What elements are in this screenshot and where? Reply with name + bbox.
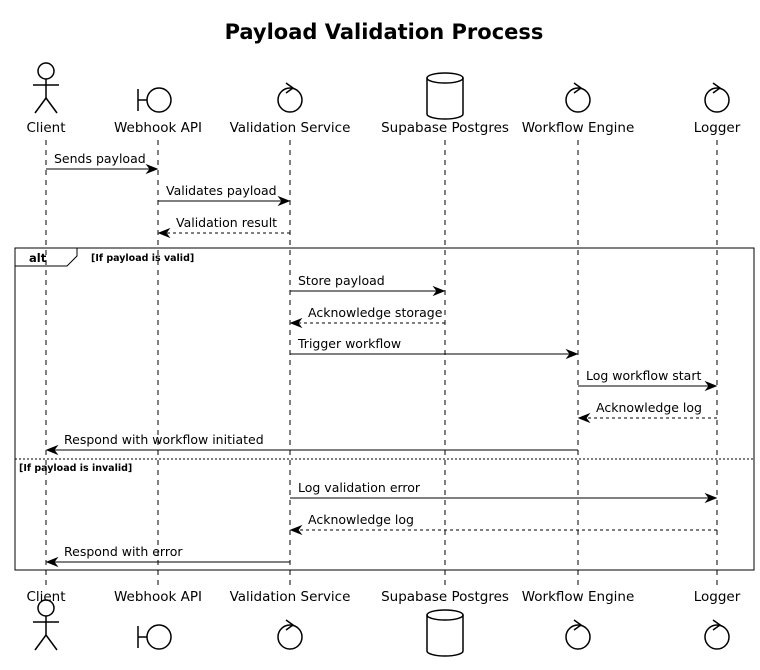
arrowhead — [432, 285, 446, 297]
database-icon — [426, 609, 464, 657]
control-icon — [704, 82, 730, 113]
message-log-workflow-start: Log workflow start — [578, 368, 718, 392]
database-icon — [426, 72, 464, 120]
participants-top: Client Webhook API Validation Service Supab… — [26, 62, 741, 136]
message-label: Trigger workflow — [297, 336, 401, 351]
control-icon — [565, 82, 591, 113]
message-label: Acknowledge log — [596, 400, 702, 415]
message-label: Validates payload — [166, 183, 277, 198]
participant-name-validation-service: Validation Service — [230, 120, 351, 136]
participant-name-bottom-client: Client — [26, 589, 65, 605]
arrowhead — [704, 492, 718, 504]
arrowhead — [704, 380, 718, 392]
message-label: Acknowledge log — [308, 512, 414, 527]
participant-name-client: Client — [26, 120, 65, 136]
participant-name-logger: Logger — [694, 120, 741, 136]
arrowhead — [577, 412, 591, 424]
message-respond-with-error: Respond with error — [45, 544, 290, 568]
fragment-operator: alt — [29, 251, 47, 265]
message-label: Validation result — [176, 215, 277, 230]
message-store-payload: Store payload — [290, 273, 446, 297]
arrowhead — [157, 227, 171, 239]
message-label: Respond with error — [64, 544, 183, 559]
fragment-tab — [15, 248, 78, 267]
message-acknowledge-storage: Acknowledge storage — [289, 305, 445, 329]
message-trigger-workflow: Trigger workflow — [290, 336, 579, 360]
participant-name-bottom-logger: Logger — [694, 589, 741, 605]
message-acknowledge-log: Acknowledge log — [289, 512, 717, 536]
guard-valid: [If payload is valid] — [91, 253, 194, 264]
alt-fragment: alt [If payload is valid] [If payload is i… — [14, 247, 755, 571]
fragment-frame — [14, 247, 755, 571]
message-validates-payload: Validates payload — [158, 183, 291, 207]
arrowhead — [289, 317, 303, 329]
message-label: Store payload — [298, 273, 385, 288]
actor-icon — [33, 62, 59, 114]
control-icon — [565, 619, 591, 650]
control-icon — [277, 82, 303, 113]
diagram-title: Payload Validation Process — [225, 20, 544, 44]
message-respond-with-workflow-initiated: Respond with workflow initiated — [45, 432, 578, 456]
message-sends-payload: Sends payload — [46, 151, 159, 175]
arrowhead — [145, 163, 159, 175]
arrowhead — [277, 195, 291, 207]
arrowhead — [289, 524, 303, 536]
message-acknowledge-log: Acknowledge log — [577, 400, 717, 424]
boundary-icon — [137, 624, 172, 650]
participant-name-supabase-postgres: Supabase Postgres — [381, 120, 509, 136]
message-validation-result: Validation result — [157, 215, 290, 239]
guard-invalid: [If payload is invalid] — [19, 463, 132, 474]
lifelines — [45, 140, 718, 585]
message-label: Acknowledge storage — [308, 305, 443, 320]
arrowhead — [45, 444, 59, 456]
participant-name-bottom-validation-service: Validation Service — [230, 589, 351, 605]
participants-bottom: Client Webhook API Validation Service Supab… — [26, 589, 741, 657]
control-icon — [277, 619, 303, 650]
message-log-validation-error: Log validation error — [290, 480, 718, 504]
message-label: Sends payload — [54, 151, 146, 166]
boundary-icon — [137, 87, 172, 113]
control-icon — [704, 619, 730, 650]
arrowhead — [565, 348, 579, 360]
arrowhead — [45, 556, 59, 568]
message-label: Log validation error — [298, 480, 421, 495]
participant-name-workflow-engine: Workflow Engine — [522, 120, 635, 136]
participant-name-bottom-workflow-engine: Workflow Engine — [522, 589, 635, 605]
message-label: Respond with workflow initiated — [64, 432, 264, 447]
participant-name-webhook-api: Webhook API — [114, 120, 202, 136]
actor-icon — [33, 599, 59, 651]
message-label: Log workflow start — [586, 368, 701, 383]
participant-name-bottom-webhook-api: Webhook API — [114, 589, 202, 605]
participant-name-bottom-supabase-postgres: Supabase Postgres — [381, 589, 509, 605]
